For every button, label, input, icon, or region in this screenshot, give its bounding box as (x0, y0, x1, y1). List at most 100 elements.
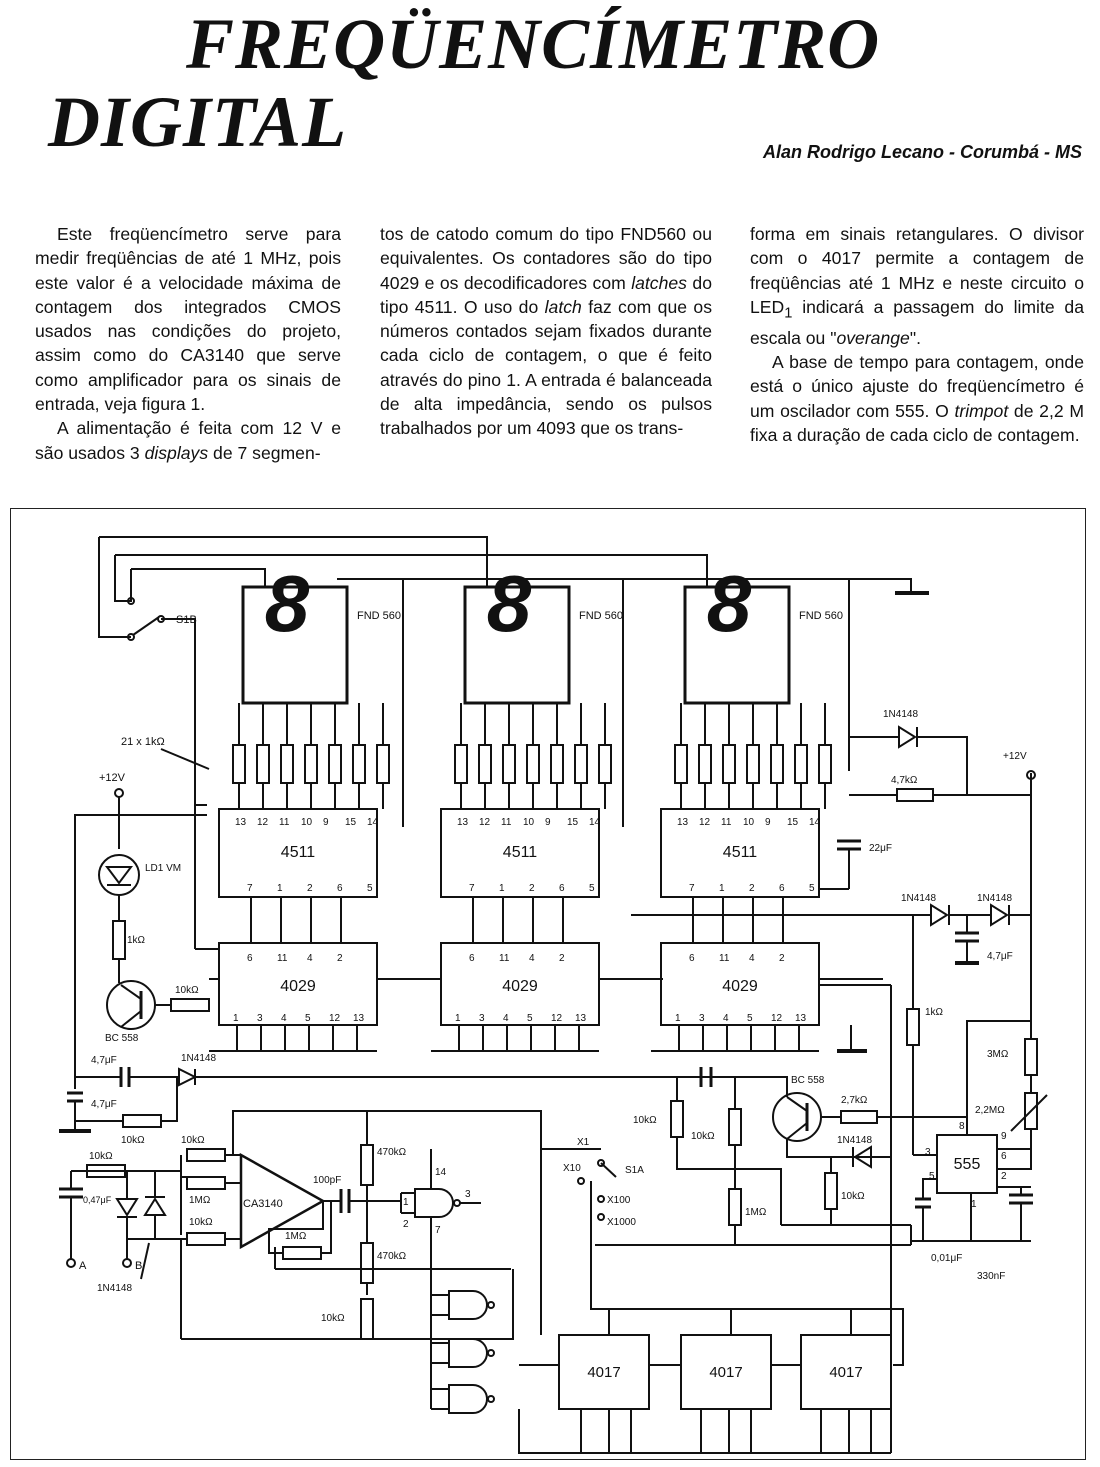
text-run: 1 (784, 305, 793, 322)
svg-text:10kΩ: 10kΩ (189, 1217, 213, 1228)
segment-resistor (304, 744, 318, 784)
pin-number: 12 (329, 1013, 341, 1024)
pin-number: 6 (247, 953, 253, 964)
author-byline: Alan Rodrigo Lecano - Corumbá - MS (762, 142, 1082, 162)
text-run: indicará a passagem do limite da escala … (750, 296, 1084, 348)
pin-number: 3 (699, 1013, 705, 1024)
svg-text:B: B (135, 1260, 142, 1272)
svg-text:0,47μF: 0,47μF (83, 1195, 112, 1205)
pin-number: 2 (559, 953, 565, 964)
pin-number: 14 (589, 817, 601, 828)
opamp-ca3140: CA3140 10kΩ 1MΩ 10kΩ 100pF 1MΩ (180, 1110, 542, 1340)
text-run: A base de tempo para contagem, onde está… (750, 352, 1084, 421)
svg-text:10kΩ: 10kΩ (121, 1135, 145, 1146)
svg-text:4029: 4029 (502, 978, 538, 995)
svg-text:470kΩ: 470kΩ (377, 1147, 407, 1158)
svg-text:10kΩ: 10kΩ (633, 1115, 657, 1126)
svg-text:X100: X100 (607, 1195, 631, 1206)
nand-gate-3 (431, 1338, 495, 1368)
paragraph: forma em sinais retangulares. O divisor … (750, 222, 1084, 350)
display-1: 8 FND 560 (241, 559, 401, 705)
segment-resistor (550, 744, 564, 784)
schematic-diagram: 8 FND 560 8 FND 560 8 FND 560 S1B 21 x 1… (59, 536, 1048, 1454)
text-run: de 7 segmen- (208, 442, 321, 463)
decoder-1: 4511 (218, 808, 378, 898)
article-title-line-2: DIGITAL (48, 82, 348, 162)
svg-text:9: 9 (1001, 1131, 1007, 1142)
pin-number: 10 (301, 817, 313, 828)
nand-gate-main: 1 2 3 14 7 (400, 1149, 481, 1269)
text-run: Este freqüencímetro serve para medir fre… (35, 224, 341, 415)
pin-number: 13 (575, 1013, 587, 1024)
decoder-2: 4511 (440, 808, 600, 898)
pin-number: 9 (765, 817, 771, 828)
pin-number: 4 (749, 953, 755, 964)
transistor-bc558-1: 10kΩ BC 558 (105, 980, 210, 1044)
text-column-3: forma em sinais retangulares. O divisor … (750, 222, 1084, 447)
pin-number: 5 (809, 883, 815, 894)
segment-resistor (280, 744, 294, 784)
text-run: A alimentação é feita com 12 V e são usa… (35, 418, 341, 463)
svg-text:2,7kΩ: 2,7kΩ (841, 1095, 868, 1106)
pin-number: 4 (723, 1013, 729, 1024)
svg-text:10kΩ: 10kΩ (89, 1151, 113, 1162)
text-column-1: Este freqüencímetro serve para medir fre… (35, 222, 341, 465)
paragraph: tos de catodo comum do tipo FND560 ou eq… (380, 222, 712, 441)
svg-text:10kΩ: 10kΩ (175, 985, 199, 996)
pin-number: 1 (277, 883, 283, 894)
pin-number: 15 (787, 817, 799, 828)
divider-3: 4017 (800, 1334, 892, 1410)
pin-number: 6 (337, 883, 343, 894)
svg-text:6: 6 (1001, 1151, 1007, 1162)
display-2-label: FND 560 (579, 610, 623, 622)
led-indicator: +12V LD1 VM 1kΩ (98, 772, 181, 983)
display-2: 8 FND 560 (463, 559, 623, 705)
pin-number: 5 (589, 883, 595, 894)
article-title-line-1: FREQÜENCÍMETRO (186, 4, 881, 84)
pin-number: 15 (345, 817, 357, 828)
svg-text:LD1 VM: LD1 VM (145, 863, 181, 874)
svg-text:1N4148: 1N4148 (837, 1135, 872, 1146)
svg-text:10kΩ: 10kΩ (321, 1313, 345, 1324)
svg-text:4017: 4017 (829, 1364, 862, 1381)
svg-text:1N4148: 1N4148 (181, 1053, 216, 1064)
pin-number: 1 (675, 1013, 681, 1024)
svg-text:330nF: 330nF (977, 1271, 1005, 1282)
pin-number: 9 (545, 817, 551, 828)
pin-number: 1 (719, 883, 725, 894)
schematic-figure: 8 FND 560 8 FND 560 8 FND 560 S1B 21 x 1… (10, 508, 1086, 1460)
text-run: tos de catodo comum do tipo FND560 ou eq… (380, 224, 712, 293)
pin-number: 4 (307, 953, 313, 964)
segment-resistor (818, 744, 832, 784)
pin-number: 12 (699, 817, 711, 828)
segment-resistor (674, 744, 688, 784)
svg-text:1MΩ: 1MΩ (745, 1207, 767, 1218)
svg-text:8: 8 (487, 559, 532, 648)
transistor-bc558-2: BC 558 2,7kΩ (772, 1075, 967, 1142)
pin-number: 15 (567, 817, 579, 828)
pin-number: 14 (809, 817, 821, 828)
svg-text:10kΩ: 10kΩ (691, 1131, 715, 1142)
svg-text:1kΩ: 1kΩ (925, 1007, 944, 1018)
svg-text:4029: 4029 (280, 978, 316, 995)
svg-text:+12V: +12V (1003, 751, 1027, 762)
svg-text:4511: 4511 (281, 844, 316, 861)
segment-resistor (770, 744, 784, 784)
segment-resistor (376, 744, 390, 784)
pin-number: 6 (689, 953, 695, 964)
pin-number: 2 (307, 883, 313, 894)
pin-number: 2 (337, 953, 343, 964)
segment-resistor (256, 744, 270, 784)
pin-number: 9 (323, 817, 329, 828)
pin-number: 4 (503, 1013, 509, 1024)
resistor-array-label: 21 x 1kΩ (121, 736, 165, 748)
input-section: A 10kΩ 0,47μF B 1N4148 (59, 1151, 181, 1294)
svg-text:A: A (79, 1260, 87, 1272)
svg-text:4,7μF: 4,7μF (91, 1099, 117, 1110)
svg-text:4029: 4029 (722, 978, 758, 995)
svg-text:4,7μF: 4,7μF (987, 951, 1013, 962)
text-run: displays (144, 442, 209, 463)
text-run: overange (836, 327, 910, 348)
pin-number: 10 (743, 817, 755, 828)
svg-text:3: 3 (925, 1147, 931, 1158)
